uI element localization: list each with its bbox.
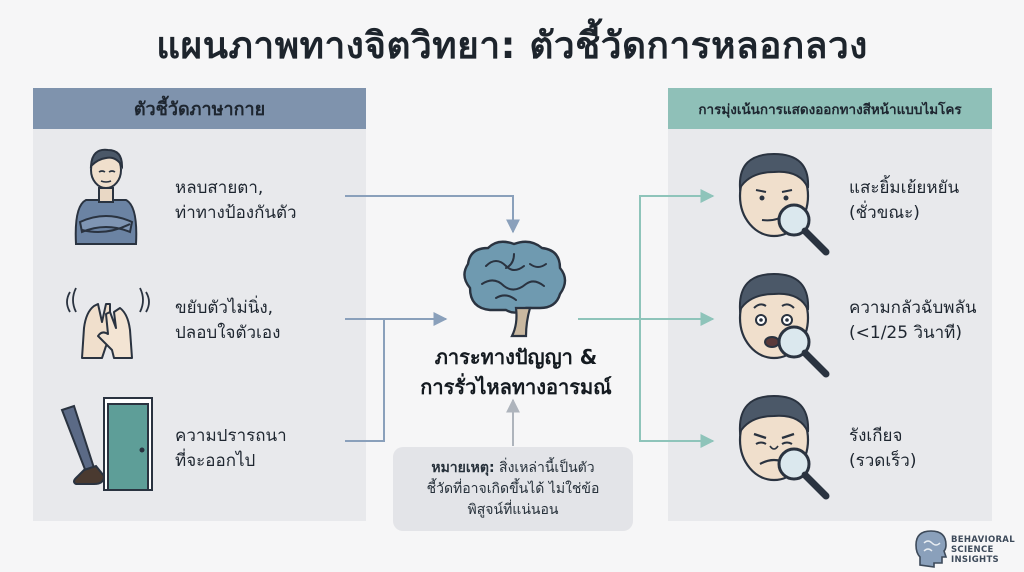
micro-item-2-line1: ความกลัวฉับพลัน — [849, 298, 977, 318]
micro-item-2-text: ความกลัวฉับพลัน (<1/25 วินาที) — [849, 296, 977, 346]
body-item-1-line1: หลบสายตา, — [175, 178, 264, 198]
micro-item-1-line2: (ชั่วขณะ) — [849, 203, 920, 223]
disclaimer-note: หมายเหตุ: สิ่งเหล่านี้เป็นตัว ชี้วัดที่อ… — [393, 447, 633, 531]
note-text1: สิ่งเหล่านี้เป็นตัว — [494, 459, 595, 476]
fidgeting-hands-icon — [66, 287, 150, 359]
body-item-3-text: ความปรารถนา ที่จะออกไป — [175, 424, 287, 474]
smirk-face-magnifier-icon — [738, 152, 830, 256]
brain-icon — [463, 240, 567, 338]
logo-line2: SCIENCE — [951, 545, 994, 555]
note-label: หมายเหตุ: — [431, 459, 495, 476]
center-line1: ภาระทางปัญญา & — [434, 345, 598, 369]
micro-expression-header: การมุ่งเน้นการแสดงออกทางสีหน้าแบบไมโคร — [668, 88, 992, 129]
arrow-to-micro-1 — [639, 189, 715, 319]
page-title: แผนภาพทางจิตวิทยา: ตัวชี้วัดการหลอกลวง — [156, 24, 868, 67]
micro-item-3-text: รังเกียจ (รวดเร็ว) — [849, 424, 916, 474]
door-exit-icon — [60, 397, 153, 491]
behavioral-science-logo-icon — [915, 530, 948, 568]
fear-face-magnifier-icon — [738, 272, 830, 378]
logo-line3: INSIGHTS — [951, 555, 999, 565]
body-item-3-line1: ความปรารถนา — [175, 426, 287, 446]
arrow-to-micro-3 — [639, 319, 715, 448]
arrow-body-3 — [345, 319, 385, 442]
arrow-body-1 — [345, 195, 520, 234]
micro-item-1-line1: แสะยิ้มเย้ยหยัน — [849, 178, 960, 198]
crossed-arms-person-icon — [74, 148, 138, 245]
center-line2: การรั่วไหลทางอารมณ์ — [420, 375, 612, 399]
note-text3: พิสูจน์ที่แน่นอน — [467, 501, 559, 518]
body-item-2-text: ขยับตัวไม่นิ่ง, ปลอบใจตัวเอง — [175, 296, 280, 346]
micro-expression-panel: การมุ่งเน้นการแสดงออกทางสีหน้าแบบไมโคร — [668, 88, 992, 521]
disgust-face-magnifier-icon — [738, 394, 830, 500]
body-item-1-text: หลบสายตา, ท่าทางป้องกันตัว — [175, 176, 297, 226]
note-line1: หมายเหตุ: สิ่งเหล่านี้เป็นตัว — [431, 458, 594, 479]
micro-item-3-line2: (รวดเร็ว) — [849, 451, 917, 471]
logo-line1: BEHAVIORAL — [951, 535, 1015, 545]
body-item-1-line2: ท่าทางป้องกันตัว — [175, 203, 297, 223]
cognitive-load-label: ภาระทางปัญญา & การรั่วไหลทางอารมณ์ — [396, 342, 636, 402]
body-item-3-line2: ที่จะออกไป — [175, 451, 256, 471]
micro-item-2-line2: (<1/25 วินาที) — [849, 323, 963, 343]
body-item-2-line2: ปลอบใจตัวเอง — [175, 323, 281, 343]
note-text2: ชี้วัดที่อาจเกิดขึ้นได้ ไม่ใช่ข้อ — [426, 480, 600, 497]
body-item-2-line1: ขยับตัวไม่นิ่ง, — [175, 298, 274, 318]
body-language-header: ตัวชี้วัดภาษากาย — [33, 88, 366, 129]
micro-item-3-line1: รังเกียจ — [849, 426, 903, 446]
micro-item-1-text: แสะยิ้มเย้ยหยัน (ชั่วขณะ) — [849, 176, 959, 226]
logo-text: BEHAVIORAL SCIENCE INSIGHTS — [951, 535, 1015, 565]
